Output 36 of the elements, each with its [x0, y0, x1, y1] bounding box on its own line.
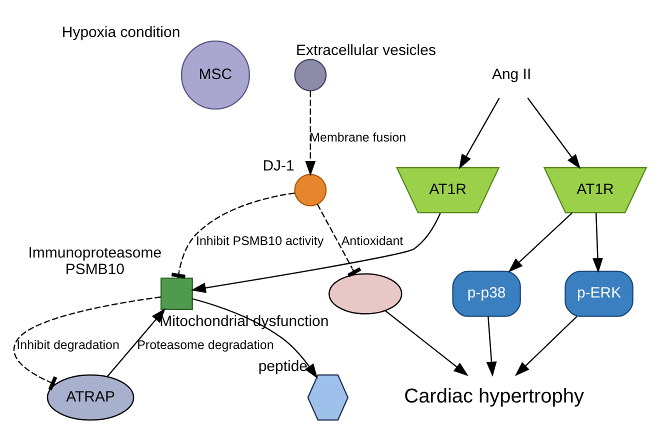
node-label: Mitochondrial dysfunction [160, 312, 329, 330]
edge-label: Proteasome degradation [137, 337, 274, 352]
node-text: Cardiac hypertrophy [404, 384, 584, 407]
node-ellipse [328, 272, 402, 314]
node-label: Immunoproteasome [28, 244, 162, 262]
arrow [514, 316, 578, 376]
node-label: Hypoxia condition [62, 23, 180, 40]
node-label: Extracellular vesicles [296, 42, 436, 59]
connector [171, 192, 295, 278]
node-label: PSMB10 [65, 260, 124, 278]
node-text: Ang II [492, 65, 532, 82]
node-box [160, 277, 193, 310]
arrow [106, 308, 166, 376]
connector [316, 203, 362, 277]
node-hexagon [307, 374, 349, 420]
arrow [486, 316, 497, 376]
arrow [592, 212, 603, 273]
edge-label: Membrane fusion [310, 130, 406, 144]
node-circle [294, 58, 327, 91]
arrow [385, 310, 468, 376]
arrow [458, 97, 500, 169]
node-box: p-p38 [452, 270, 521, 316]
node-box: p-ERK [564, 270, 634, 316]
arrow [190, 212, 441, 293]
node-circle: MSC [180, 40, 250, 110]
edge-label: Inhibit PSMB10 activity [196, 234, 324, 248]
arrow [305, 90, 316, 176]
connector [14, 296, 161, 390]
arrow [508, 212, 573, 272]
node-label: peptide [258, 357, 308, 374]
arrow [527, 97, 581, 169]
arrow [192, 298, 318, 378]
node-circle [294, 173, 327, 206]
node-label: DJ-1 [262, 156, 294, 174]
edge-label: Antioxidant [341, 234, 404, 248]
edge-label: Inhibit degradation [16, 337, 120, 352]
